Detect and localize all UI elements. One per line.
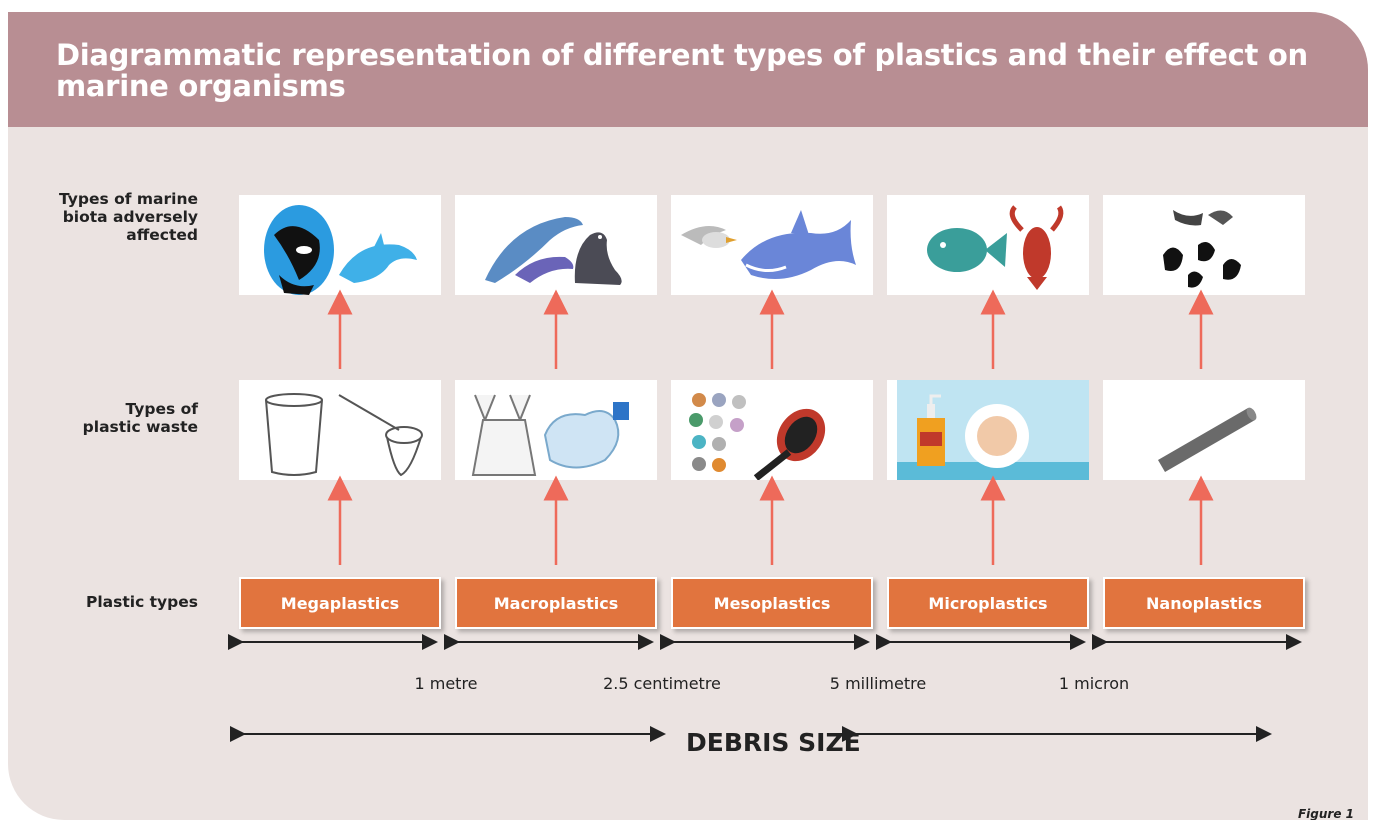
orca-icon (264, 205, 334, 295)
waste-cell-nanoplastics (1103, 380, 1305, 480)
microbeads-icon (965, 404, 1029, 468)
figure-panel: Diagrammatic representation of different… (8, 12, 1368, 820)
plastic-bag-icon (471, 394, 537, 476)
row-label-biota: Types of marine biota adversely affected (59, 190, 198, 244)
plastic-type-microplastics: Microplastics (887, 577, 1089, 629)
shark-icon (741, 210, 856, 279)
dolphin-icon (339, 233, 417, 283)
size-threshold-2-5-centimetre: 2.5 centimetre (603, 674, 721, 693)
plastic-type-nanoplastics: Nanoplastics (1103, 577, 1305, 629)
waste-cell-macroplastics (455, 380, 657, 480)
cup-icon (265, 393, 323, 476)
size-threshold-1-metre: 1 metre (414, 674, 478, 693)
size-threshold-1-micron: 1 micron (1058, 674, 1130, 693)
soap-bottle-icon (917, 394, 945, 466)
arrows-overlay (228, 289, 1302, 742)
debris-size-label: DEBRIS SIZE (686, 728, 861, 757)
size-threshold-5-millimetre: 5 millimetre (829, 674, 927, 693)
biota-cell-mesoplastics (671, 195, 873, 295)
plastic-type-macroplastics: Macroplastics (455, 577, 657, 629)
figure-title: Diagrammatic representation of different… (56, 38, 1308, 103)
seal-icon (574, 232, 622, 285)
hairbrush-icon (753, 408, 826, 480)
biota-cell-microplastics (887, 195, 1089, 295)
biota-cell-megaplastics (239, 195, 441, 295)
dolphins-icon (485, 217, 583, 283)
row-label-plastic-types: Plastic types (85, 593, 198, 611)
plastic-type-mesoplastics: Mesoplastics (671, 577, 873, 629)
tube-icon (1158, 407, 1257, 472)
seabird-icon (681, 226, 737, 248)
waste-cell-mesoplastics (671, 380, 873, 480)
header-band: Diagrammatic representation of different… (8, 12, 1368, 127)
row-label-waste: Types of plastic waste (82, 400, 198, 436)
biota-cell-nanoplastics (1103, 195, 1305, 295)
fishing-net-icon (338, 394, 423, 477)
plastic-type-megaplastics: Megaplastics (239, 577, 441, 629)
figure-caption: Figure 1 (1297, 807, 1354, 820)
waste-cell-megaplastics (239, 380, 441, 480)
crushed-bottle-icon (543, 402, 629, 469)
waste-cell-microplastics (887, 380, 1089, 480)
biota-cell-macroplastics (455, 195, 657, 295)
plankton-icon (1163, 210, 1241, 288)
fish-icon (927, 228, 1007, 272)
bottle-caps-icon (689, 393, 746, 472)
lobster-icon (1009, 205, 1064, 290)
